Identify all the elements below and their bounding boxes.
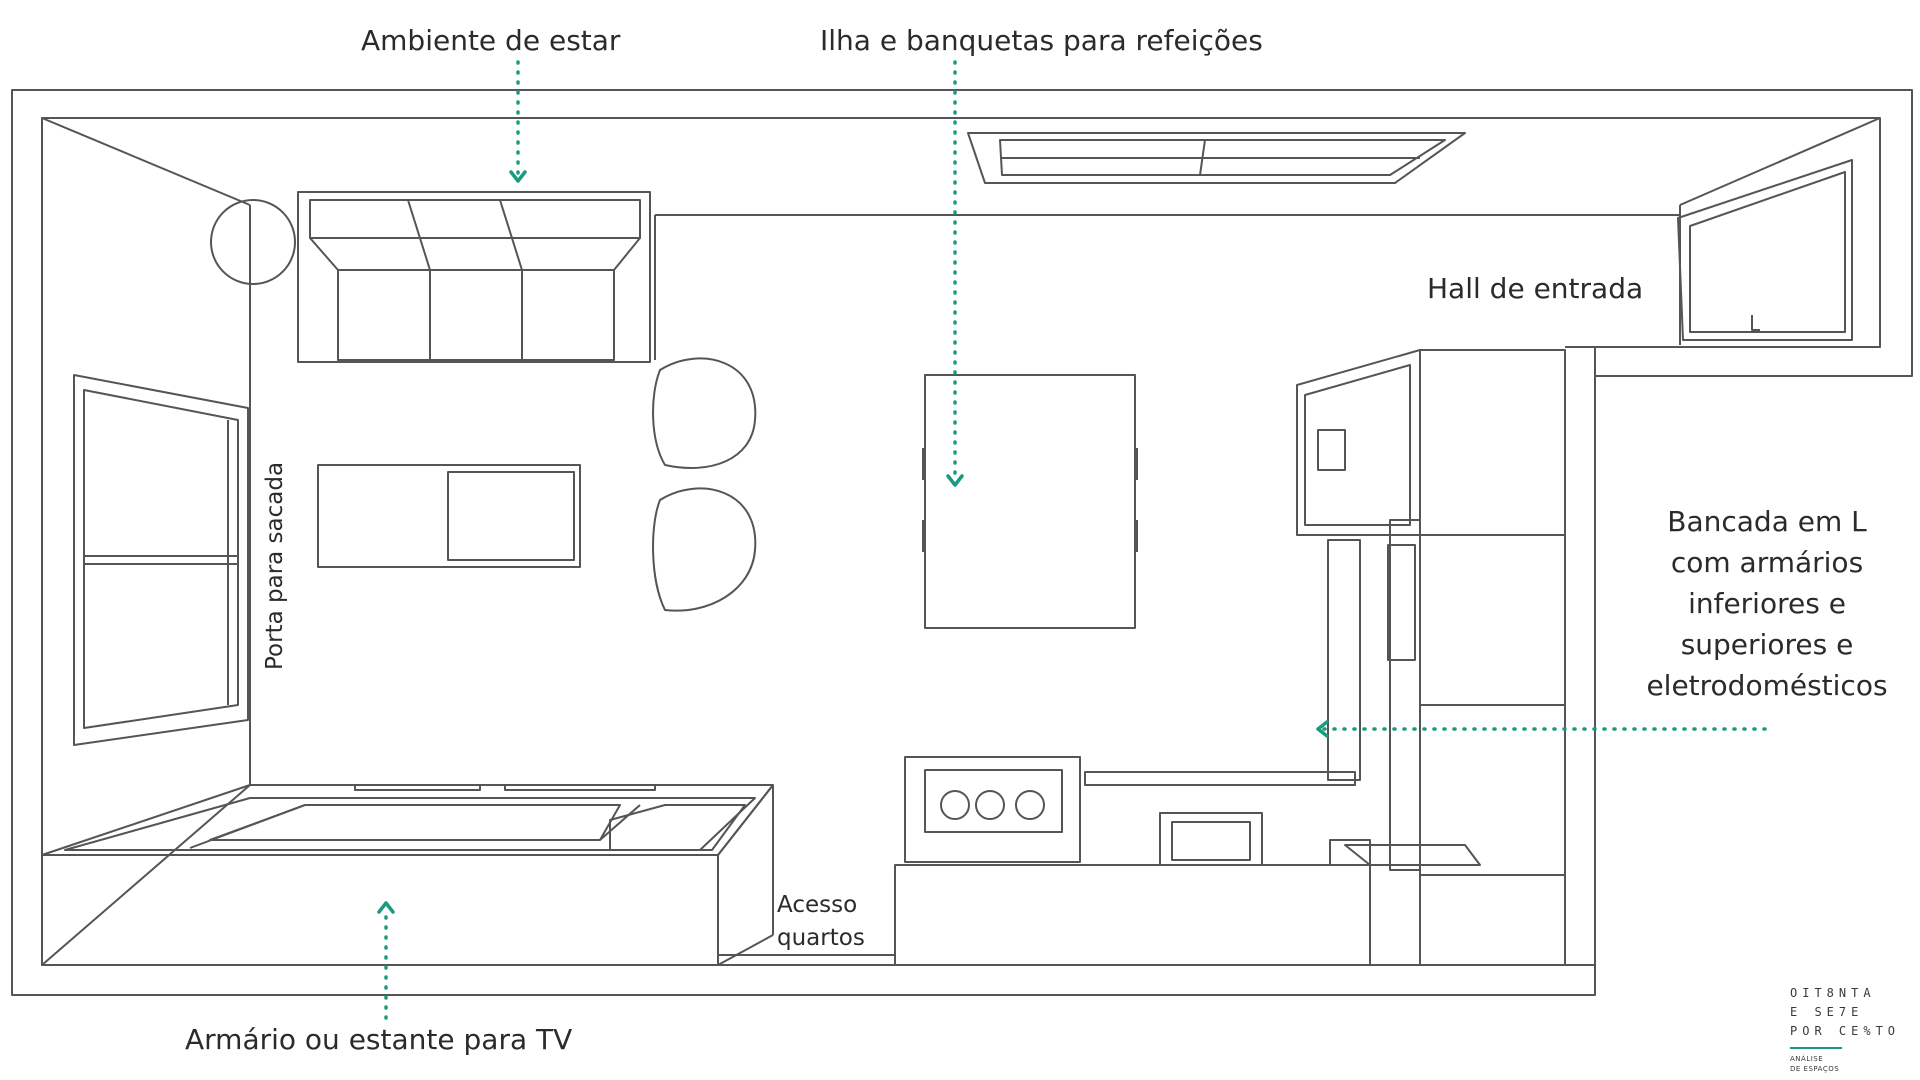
coffee-table [317,464,581,568]
kitchen-counter [894,756,1481,966]
label-hall: Hall de entrada [1427,272,1644,305]
logo-row-3: POR CE%TO [1790,1024,1901,1038]
logo-subtitle-2: DE ESPAÇOS [1790,1065,1840,1073]
tv-unit [41,784,774,966]
label-tv-unit: Armário ou estante para TV [185,1023,573,1056]
label-counter-line-3: inferiores e [1688,587,1846,620]
arrowhead-counter [1316,720,1329,738]
label-counter: Bancada em L com armários inferiores e s… [1616,501,1918,706]
island [922,374,1138,629]
label-bedrooms-line-1: Acesso [777,892,858,918]
brand-logo: OIT8NTA E SE7E POR CE%TO ANÁLISE DE ESPA… [1790,984,1910,1074]
label-bedrooms-line-2: quartos [777,925,865,951]
arrowheads [377,170,1329,914]
stools [652,357,757,612]
entrance-door [1677,159,1853,341]
leader-lines [384,60,1767,1020]
arrowhead-island [946,474,964,487]
logo-row-1: OIT8NTA [1790,986,1876,1000]
sofa [297,191,651,363]
arrowhead-tv [377,901,395,914]
label-counter-line-4: superiores e [1680,628,1854,661]
label-balcony-door: Porta para sacada [262,461,288,670]
balcony-window [73,374,249,746]
logo-divider [1790,1047,1842,1049]
arrowhead-living [509,170,527,183]
side-table [210,199,296,285]
label-living: Ambiente de estar [361,24,621,57]
top-window [967,132,1466,184]
label-bedrooms: Acesso quartos [777,889,865,955]
label-counter-line-1: Bancada em L [1667,505,1867,538]
logo-row-2: E SE7E [1790,1005,1864,1019]
kitchen-cabinets [1296,349,1566,966]
label-island: Ilha e banquetas para refeições [820,24,1263,57]
label-counter-line-5: eletrodomésticos [1646,669,1888,702]
logo-subtitle-1: ANÁLISE [1790,1055,1824,1063]
label-counter-line-2: com armários [1670,546,1864,579]
